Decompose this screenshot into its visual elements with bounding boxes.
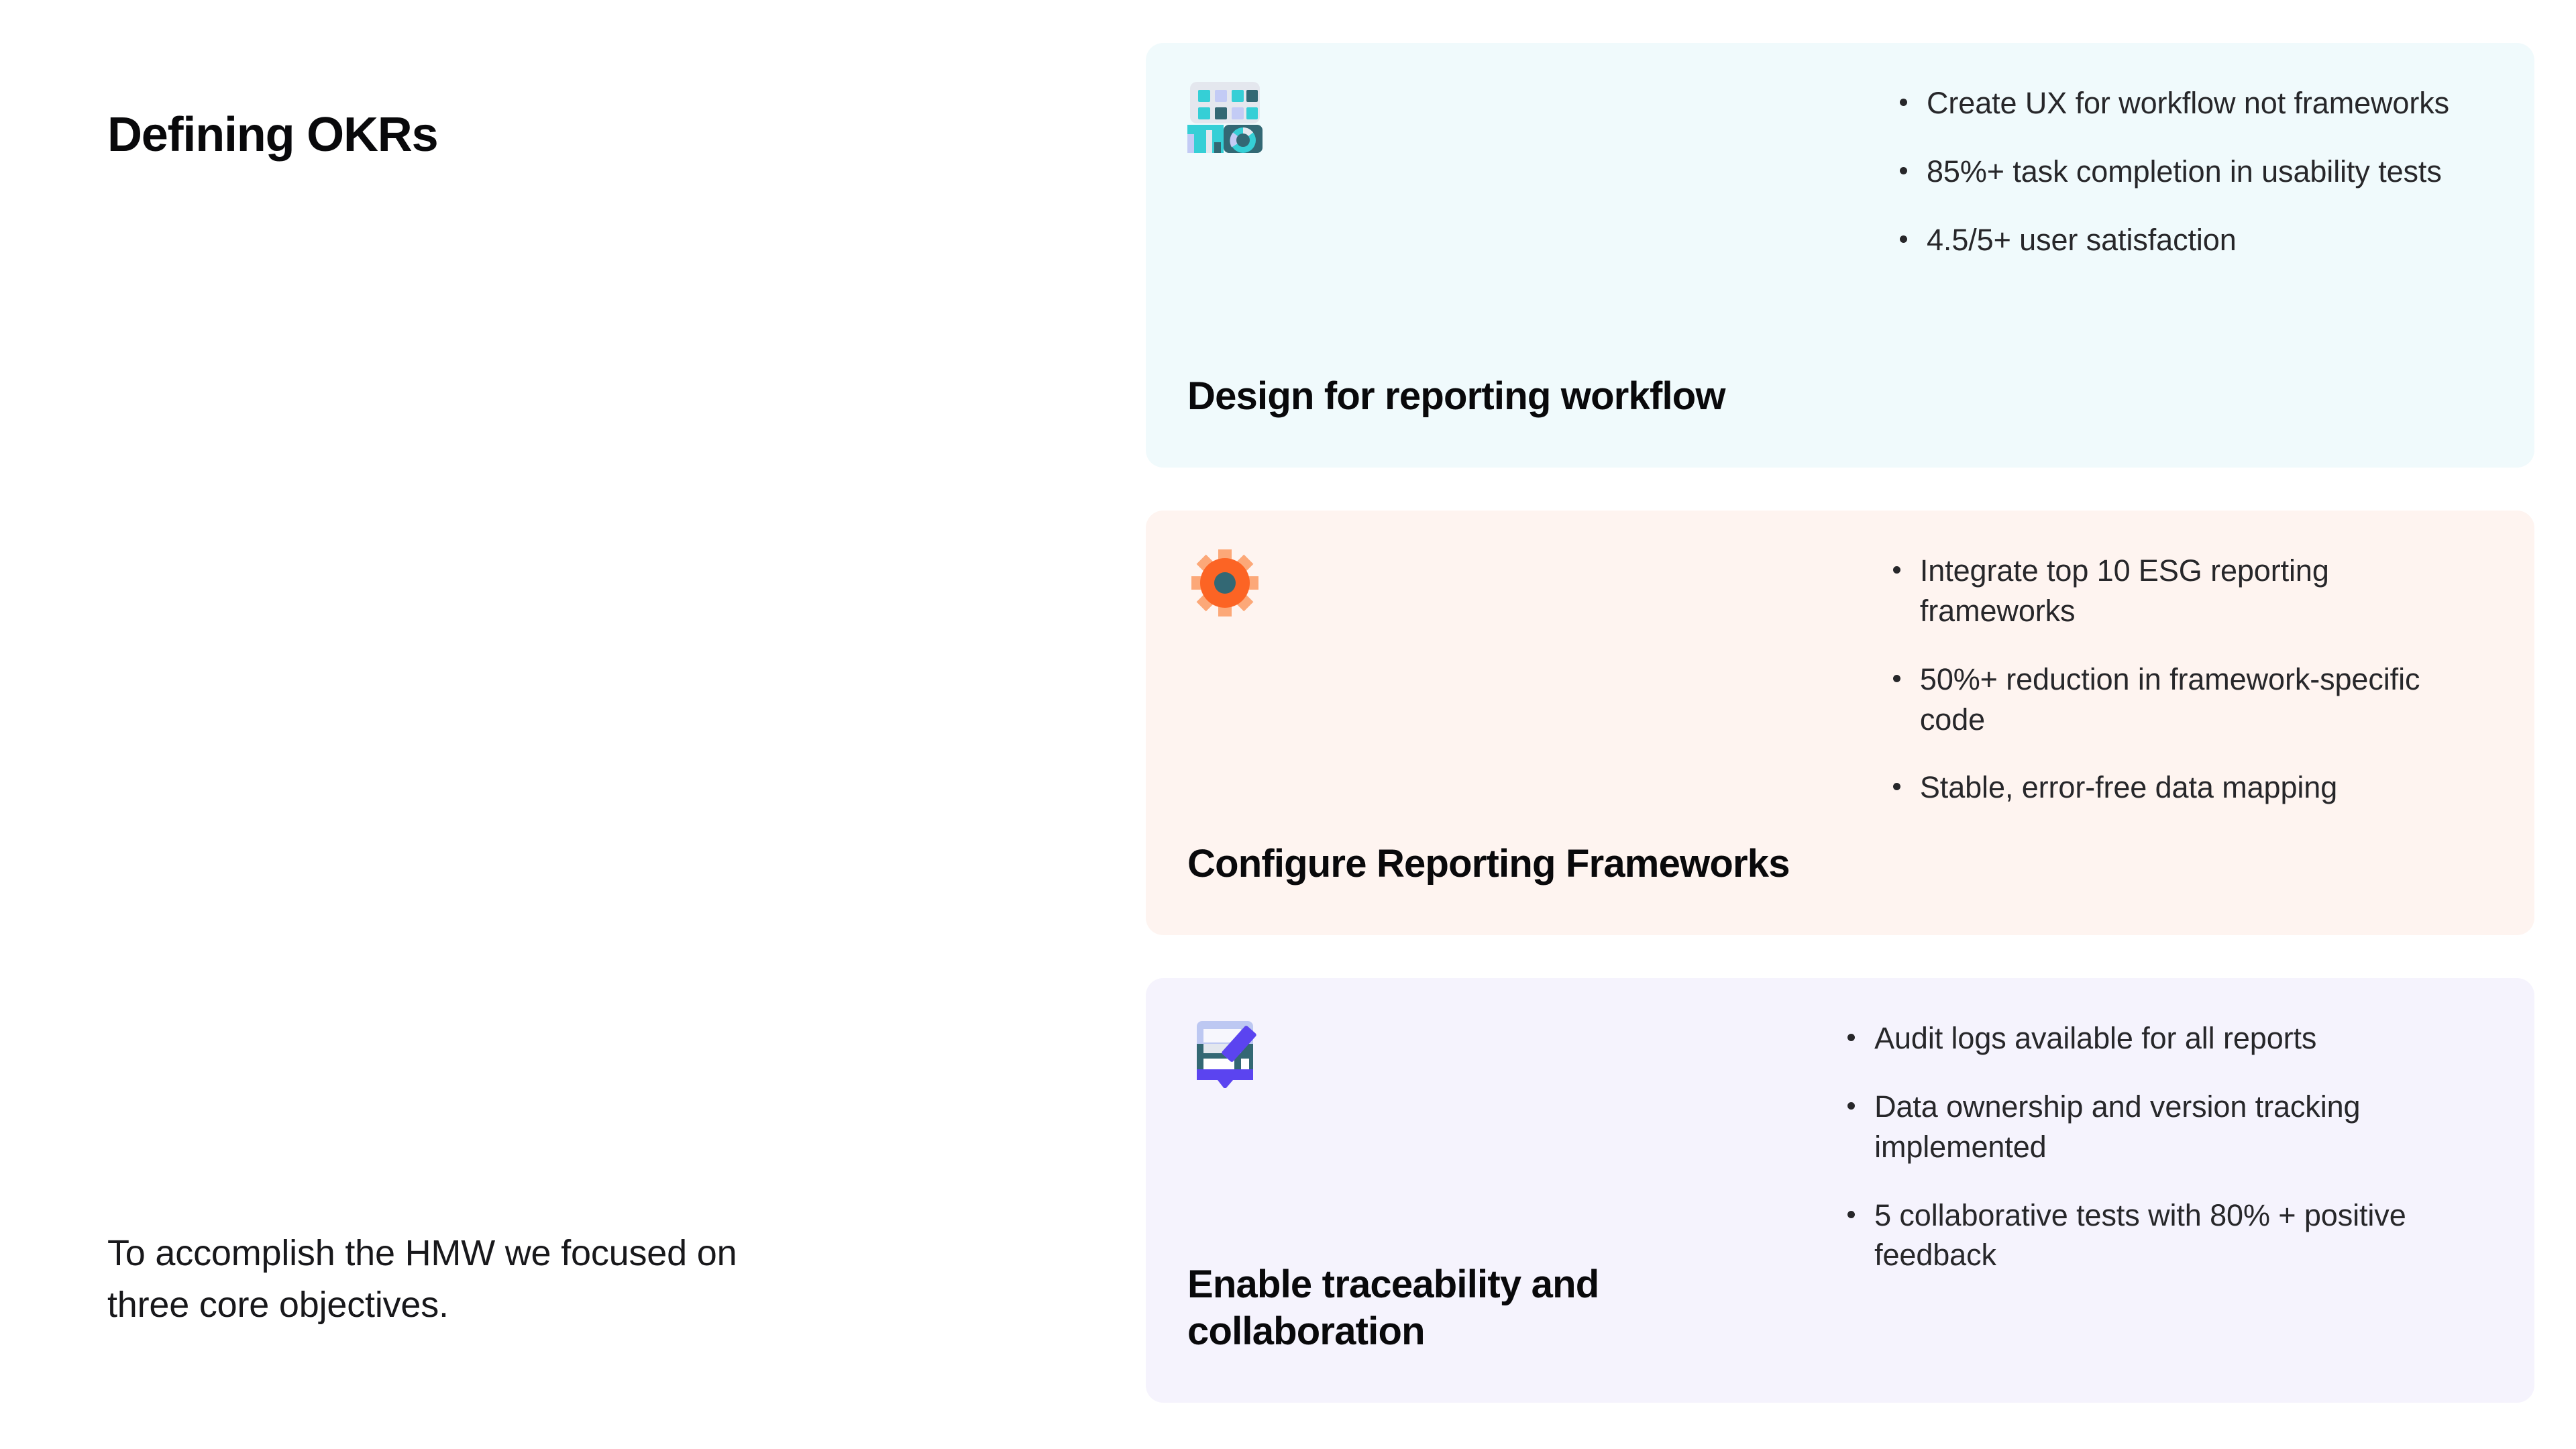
- card-left-column: Enable traceability and collaboration: [1146, 978, 1825, 1403]
- objective-card-list: Design for reporting workflow Create UX …: [1146, 43, 2534, 1403]
- key-results-list: Integrate top 10 ESG reporting framework…: [1884, 551, 2487, 808]
- list-item: 50%+ reduction in framework-specific cod…: [1884, 659, 2487, 740]
- left-column: Defining OKRs To accomplish the HMW we f…: [107, 0, 1046, 1449]
- card-title: Enable traceability and collaboration: [1187, 1262, 1599, 1354]
- document-edit-icon: [1187, 1013, 1263, 1088]
- card-title: Configure Reporting Frameworks: [1187, 842, 1790, 886]
- list-item: Data ownership and version tracking impl…: [1838, 1087, 2487, 1167]
- list-item: Create UX for workflow not frameworks: [1890, 83, 2487, 123]
- list-item: Integrate top 10 ESG reporting framework…: [1884, 551, 2487, 631]
- card-right-column: Create UX for workflow not frameworks 85…: [1877, 43, 2534, 468]
- objective-card-design[interactable]: Design for reporting workflow Create UX …: [1146, 43, 2534, 468]
- objective-card-traceability[interactable]: Enable traceability and collaboration Au…: [1146, 978, 2534, 1403]
- card-right-column: Audit logs available for all reports Dat…: [1825, 978, 2534, 1403]
- objective-card-configure[interactable]: Configure Reporting Frameworks Integrate…: [1146, 511, 2534, 935]
- list-item: 5 collaborative tests with 80% + positiv…: [1838, 1195, 2487, 1276]
- list-item: 85%+ task completion in usability tests: [1890, 152, 2487, 192]
- page-title: Defining OKRs: [107, 108, 439, 162]
- key-results-list: Audit logs available for all reports Dat…: [1838, 1018, 2487, 1275]
- list-item: Stable, error-free data mapping: [1884, 767, 2487, 808]
- card-title: Design for reporting workflow: [1187, 374, 1726, 419]
- key-results-list: Create UX for workflow not frameworks 85…: [1890, 83, 2487, 260]
- gear-settings-icon: [1187, 545, 1263, 621]
- intro-paragraph: To accomplish the HMW we focused on thre…: [107, 1233, 737, 1325]
- list-item: Audit logs available for all reports: [1838, 1018, 2487, 1059]
- card-left-column: Configure Reporting Frameworks: [1146, 511, 1870, 935]
- list-item: 4.5/5+ user satisfaction: [1890, 220, 2487, 260]
- card-left-column: Design for reporting workflow: [1146, 43, 1877, 468]
- card-right-column: Integrate top 10 ESG reporting framework…: [1870, 511, 2534, 935]
- dashboard-analytics-icon: [1187, 78, 1263, 153]
